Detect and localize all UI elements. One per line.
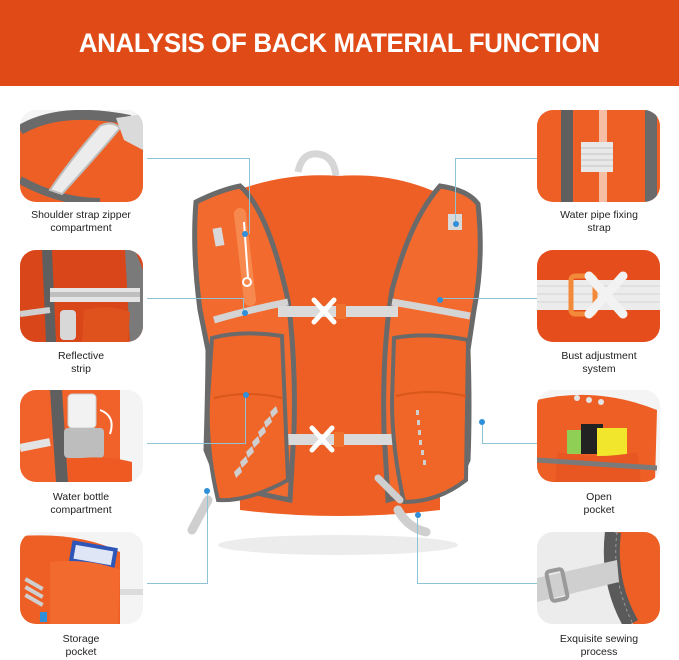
thumbnail-water-bottle bbox=[20, 390, 143, 482]
connector-line bbox=[482, 422, 483, 444]
connector-line bbox=[482, 443, 537, 444]
marker-dot bbox=[242, 310, 248, 316]
connector-line bbox=[455, 158, 537, 159]
marker-dot bbox=[243, 392, 249, 398]
feature-caption: Water pipe fixing strap bbox=[560, 209, 638, 234]
marker-dot bbox=[204, 488, 210, 494]
connector-line bbox=[207, 491, 208, 584]
connector-line bbox=[417, 583, 537, 584]
storage-pocket-icon bbox=[20, 532, 143, 624]
feature-caption: Storage pocket bbox=[62, 633, 100, 658]
buckle-icon bbox=[537, 250, 660, 342]
connector-line bbox=[147, 583, 207, 584]
water-bottle-icon bbox=[20, 390, 143, 482]
connector-line bbox=[147, 443, 245, 444]
sewing-stitch-icon bbox=[537, 532, 660, 624]
page-title: ANALYSIS OF BACK MATERIAL FUNCTION bbox=[79, 27, 600, 58]
thumbnail-sewing-process bbox=[537, 532, 660, 624]
feature-caption: Open pocket bbox=[583, 491, 615, 516]
marker-dot bbox=[437, 297, 443, 303]
thumbnail-water-pipe-strap bbox=[537, 110, 660, 202]
connector-line bbox=[417, 515, 418, 584]
feature-caption: Bust adjustment system bbox=[561, 350, 637, 375]
connector-line bbox=[147, 158, 249, 159]
marker-dot bbox=[479, 419, 485, 425]
thumbnail-shoulder-strap-zipper bbox=[20, 110, 143, 202]
thumbnail-bust-adjustment bbox=[537, 250, 660, 342]
open-pocket-icon bbox=[537, 390, 660, 482]
connector-line bbox=[455, 158, 456, 224]
pipe-strap-icon bbox=[537, 110, 660, 202]
marker-dot bbox=[453, 221, 459, 227]
marker-dot bbox=[415, 512, 421, 518]
running-vest-illustration bbox=[187, 150, 483, 555]
connector-line bbox=[440, 298, 537, 299]
feature-caption: Reflective strip bbox=[57, 350, 105, 375]
feature-caption: Exquisite sewing process bbox=[559, 633, 639, 658]
feature-caption: Shoulder strap zipper compartment bbox=[31, 209, 131, 234]
zipper-pocket-icon bbox=[20, 110, 143, 202]
reflective-strip-icon bbox=[20, 250, 143, 342]
connector-line bbox=[245, 396, 246, 444]
thumbnail-open-pocket bbox=[537, 390, 660, 482]
connector-line bbox=[147, 298, 243, 299]
header-banner: ANALYSIS OF BACK MATERIAL FUNCTION bbox=[0, 0, 679, 86]
feature-caption: Water bottle compartment bbox=[50, 491, 112, 516]
thumbnail-storage-pocket bbox=[20, 532, 143, 624]
thumbnail-reflective-strip bbox=[20, 250, 143, 342]
connector-line bbox=[249, 158, 250, 234]
connector-line bbox=[243, 298, 244, 314]
marker-dot bbox=[242, 231, 248, 237]
